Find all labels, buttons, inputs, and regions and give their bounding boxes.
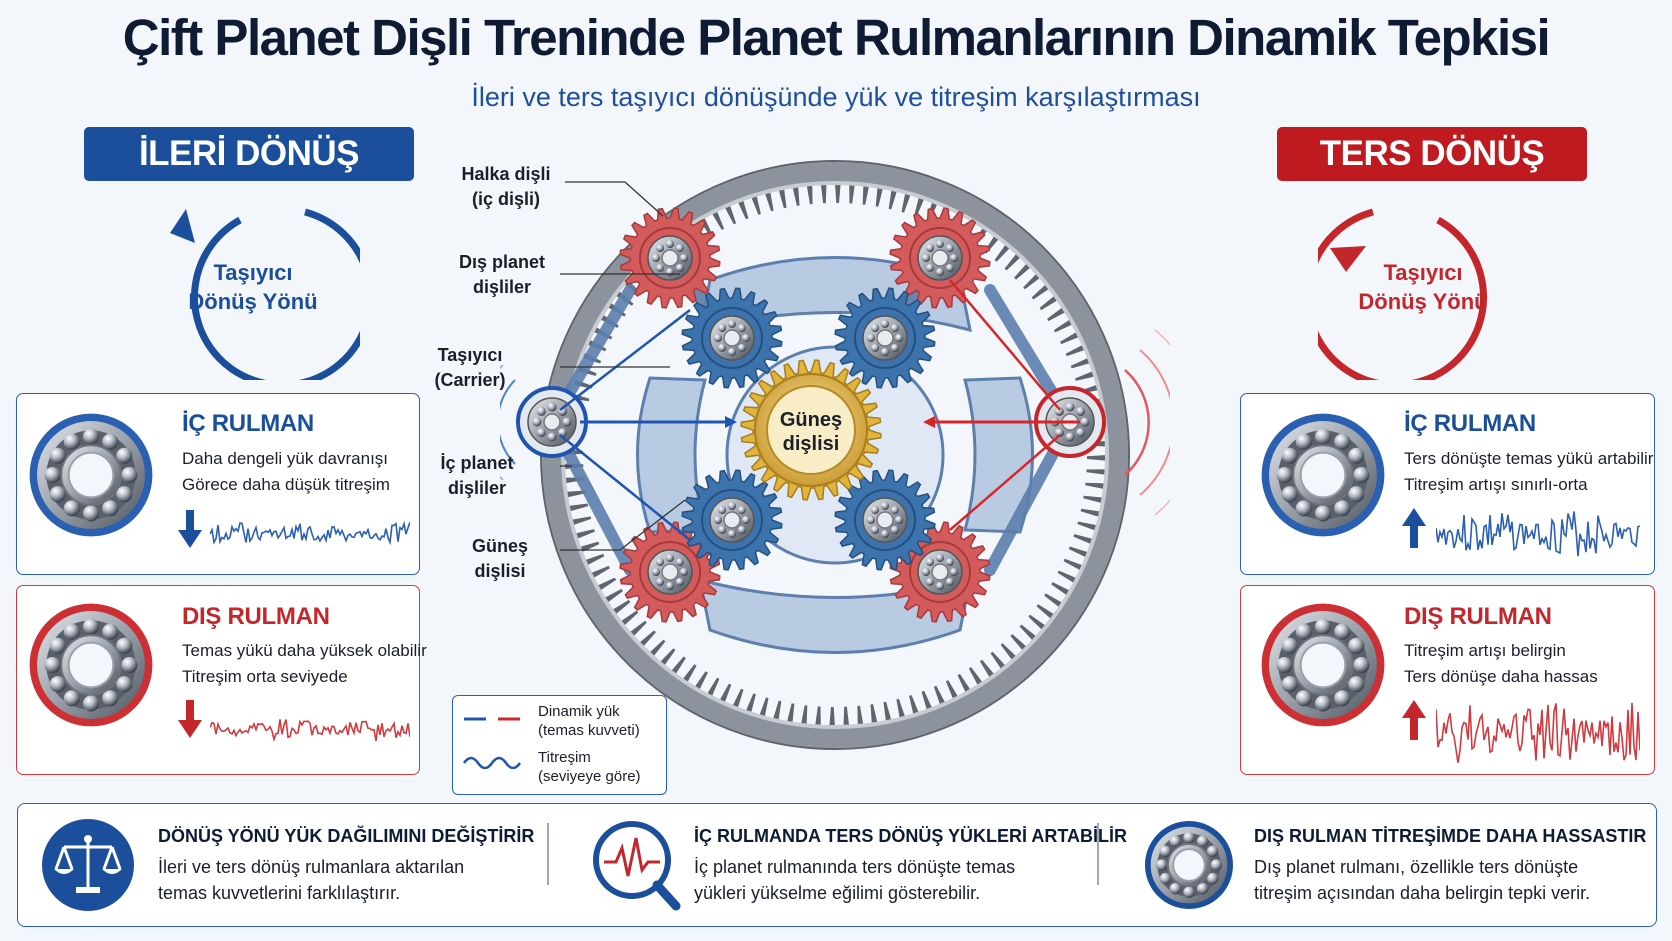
summary-title: İÇ RULMANDA TERS DÖNÜŞ YÜKLERİ ARTABİLİR (694, 826, 1127, 846)
card-title: DIŞ RULMAN (1404, 603, 1552, 630)
inner-planet-gear (834, 287, 936, 389)
card-description: Ters dönüşte temas yükü artabilir Titreş… (1404, 449, 1654, 494)
outer-planet-gear (619, 207, 721, 309)
balance-scale-icon (42, 819, 134, 911)
inner-bearing-icon (29, 413, 153, 537)
summary-text: Dış planet rulmanı, özellikle ters dönüş… (1254, 857, 1591, 903)
callout-leader-lines (560, 181, 686, 551)
outer-planet-callout: Dış planet dişliler (458, 252, 546, 297)
outer-planet-gear (889, 207, 991, 309)
inner-planet-callout: İç planet dişliler (440, 453, 514, 498)
carrier-hub-bearing (516, 386, 588, 458)
page-subtitle: İleri ve ters taşıyıcı dönüşünde yük ve … (471, 82, 1201, 112)
up-arrow-icon (1402, 700, 1426, 740)
forward-rotation-label: Taşıyıcı Dönüş Yönü (188, 260, 318, 314)
reverse-rotation-label: Taşıyıcı Dönüş Yönü (1358, 260, 1488, 314)
legend-vibration-label: Titreşim (seviyeye göre) (538, 749, 641, 785)
vibration-waveform (210, 719, 410, 743)
vibration-waveform (210, 520, 410, 546)
inner-bearing-icon (1261, 413, 1385, 537)
card-title: DIŞ RULMAN (182, 603, 330, 630)
sun-gear-callout: Güneş dişlisi (471, 536, 528, 581)
clockwise-arrow-icon (1318, 208, 1488, 380)
page-title: Çift Planet Dişli Treninde Planet Rulman… (122, 9, 1551, 66)
outer-planet-gear (619, 521, 721, 623)
legend-load-label: Dinamik yük (temas kuvveti) (538, 703, 640, 739)
divider (1097, 823, 1099, 885)
counterclockwise-arrow-icon (170, 208, 360, 380)
inner-planet-gear (834, 469, 936, 571)
summary-title: DÖNÜŞ YÖNÜ YÜK DAĞILIMINI DEĞİŞTİRİR (158, 826, 535, 846)
card-description: Daha dengeli yük davranışı Görece daha d… (182, 449, 390, 494)
up-arrow-icon (1402, 508, 1426, 548)
summary-panel (17, 803, 1657, 927)
vibration-waveform (1436, 702, 1640, 763)
sun-gear (740, 359, 882, 501)
outer-bearing-icon (1261, 603, 1385, 727)
reverse-rotation-badge: TERS DÖNÜŞ (1277, 127, 1587, 181)
forward-rotation-badge: İLERİ DÖNÜŞ (84, 127, 414, 181)
waveform-magnifier-icon (593, 821, 681, 911)
forward-outer-bearing-card (16, 585, 420, 775)
down-arrow-icon (178, 510, 202, 548)
legend-symbols (462, 717, 522, 769)
outer-bearing-icon (29, 603, 153, 727)
vibration-ripples (500, 329, 1170, 516)
carrier-callout: Taşıyıcı (Carrier) (434, 345, 506, 390)
sun-gear-label: dişlisi (783, 433, 840, 455)
down-arrow-icon (178, 700, 202, 738)
summary-text: İleri ve ters dönüş rulmanlara aktarılan… (158, 857, 465, 903)
divider (547, 823, 549, 885)
sun-gear-label: Güneş (780, 409, 842, 431)
ring-gear-callout: Halka dişli (iç dişli) (461, 164, 551, 209)
card-description: Titreşim artışı belirgin Ters dönüşe dah… (1404, 641, 1598, 686)
planetary-gear-diagram: Güneş dişlisi (500, 160, 1170, 750)
inner-planet-gear (681, 287, 783, 389)
load-arrows (559, 279, 1080, 541)
bearing-icon (1145, 821, 1233, 909)
summary-text: İç planet rulmanında ters dönüşte temas … (694, 857, 1016, 903)
summary-title: DIŞ RULMAN TİTREŞİMDE DAHA HASSASTIR (1254, 826, 1647, 846)
inner-planet-gear (681, 469, 783, 571)
vibration-waveform (1436, 511, 1640, 557)
card-title: İÇ RULMAN (182, 410, 314, 437)
card-description: Temas yükü daha yüksek olabilir Titreşim… (182, 641, 427, 686)
legend (452, 695, 667, 795)
card-title: İÇ RULMAN (1404, 410, 1536, 437)
